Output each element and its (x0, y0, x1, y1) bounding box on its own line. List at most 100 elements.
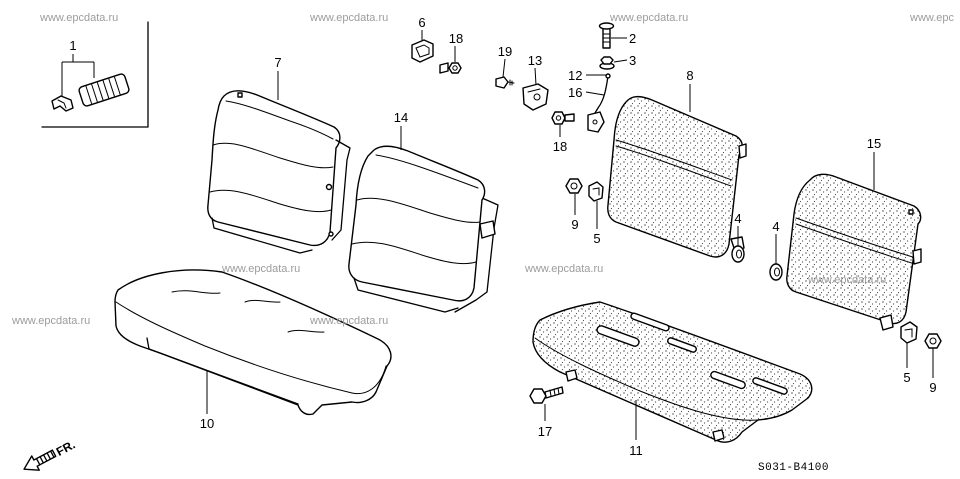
seat-cushion-11-slot (630, 312, 670, 332)
seat-back-15-panel-line (795, 217, 917, 259)
callout-6: 6 (418, 15, 425, 30)
part-4-bushing-left (731, 245, 745, 263)
diagram-code: S031-B4100 (758, 462, 829, 474)
clip-6-body (411, 39, 434, 63)
callout-10: 10 (200, 416, 214, 431)
seat-back-8-panel-line (615, 139, 733, 181)
cable-16-clip (587, 111, 605, 133)
part-8-seat-back (607, 95, 747, 258)
seat-back-8-outline (607, 95, 744, 258)
cable-12-wire (591, 75, 609, 119)
seat-back-7-quilt-line (212, 142, 334, 169)
seat-back-7-top-seam (225, 100, 334, 140)
connector-ribs (85, 76, 121, 105)
bushing-4-outer (769, 263, 783, 281)
seat-cushion-11-slot (752, 377, 788, 395)
seat-back-7-hole (328, 231, 334, 237)
leader-19 (502, 58, 506, 78)
seat-back-7-bottom-frame (211, 217, 313, 254)
seat-back-7-quilt-line (209, 189, 332, 213)
clip-5-body (900, 321, 918, 344)
bracket-13-edge (527, 88, 541, 93)
nut-9-hex (565, 178, 583, 194)
watermark: www.epcdata.ru (221, 263, 300, 275)
callout-7: 7 (274, 55, 281, 70)
seat-back-8-tab (738, 143, 747, 159)
seat-back-14-bottom-frame (353, 277, 459, 313)
seat-back-14-hinge (479, 220, 496, 239)
bolt-17-hex-head (529, 388, 547, 404)
part-9-nut-left (565, 178, 583, 194)
nut-18-bore (555, 115, 562, 121)
seat-back-8-panel-line (615, 145, 732, 187)
seat-cushion-11-stud (565, 369, 578, 382)
callout-18-top: 18 (449, 31, 463, 46)
part-6-clip (411, 39, 434, 63)
watermark-cut: www.epc (909, 12, 955, 24)
watermark: www.epcdata.ru (39, 12, 118, 24)
bolt-17-thread (549, 387, 560, 397)
callout-11: 11 (629, 443, 643, 458)
leader-13 (534, 67, 537, 86)
part-17-bolt (529, 386, 564, 404)
seat-back-15-hinge (879, 314, 894, 331)
cable-16-clip-hole (592, 119, 598, 125)
nut-18-hex (551, 111, 566, 125)
cable-12-end (605, 73, 611, 79)
nut-9-bore (570, 182, 578, 190)
callout-labels: 1 6 18 19 13 2 3 12 16 7 14 8 15 18 9 5 … (69, 15, 936, 458)
callout-8: 8 (686, 68, 693, 83)
callout-12: 12 (568, 68, 582, 83)
seat-cushion-10-seam (287, 329, 325, 333)
seat-cushion-10-seam (171, 290, 221, 294)
callout-17: 17 (538, 424, 552, 439)
bracket-13-body (522, 83, 549, 111)
seat-cushion-11-outline (532, 301, 813, 443)
seat-back-15-hinge (912, 248, 922, 265)
clip-6-inner (415, 44, 430, 58)
part-2-bolt (598, 22, 615, 49)
front-arrow-hatch (36, 450, 55, 465)
watermark: www.epcdata.ru (524, 263, 603, 275)
part-14-seat-back (348, 145, 499, 313)
part-1-connector (78, 73, 130, 107)
part-13-bracket (522, 83, 549, 111)
clip-5-detail (592, 187, 600, 196)
bolt-2-thread (602, 33, 611, 43)
part-1-clip-detail (57, 99, 67, 109)
callout-19: 19 (498, 44, 512, 59)
nut-18-bore (452, 65, 458, 71)
part-11-seat-cushion (532, 301, 813, 443)
bushing-4-inner (736, 249, 742, 259)
screw-19-thread (507, 79, 515, 86)
part-5-clip-right (900, 321, 918, 344)
bolt-2-head (598, 22, 615, 30)
bracket-13-hole (533, 93, 541, 101)
seat-back-15-tab (908, 209, 914, 215)
nut-18-stud (564, 113, 575, 122)
watermark: www.epcdata.ru (609, 12, 688, 24)
seat-back-7-outline (207, 90, 341, 247)
seat-back-7-tab (237, 92, 243, 98)
watermark: www.epcdata.ru (309, 12, 388, 24)
clip-5-detail (904, 328, 913, 338)
nut-3-hex (600, 56, 614, 65)
callout-9-right: 9 (929, 380, 936, 395)
seat-cushion-11-slot (667, 337, 697, 353)
seat-back-14-top-seam (375, 154, 479, 189)
callout-4-left: 4 (734, 211, 741, 226)
bushing-4-inner (774, 267, 780, 277)
callout-5-right: 5 (903, 370, 910, 385)
callout-18-lower: 18 (553, 139, 567, 154)
part-1-clip (51, 95, 74, 112)
leader-16 (585, 91, 605, 96)
leader-3 (613, 59, 628, 63)
part-4-bushing-right (769, 263, 783, 281)
part-9-nut-right (924, 333, 942, 349)
callout-2: 2 (629, 31, 636, 46)
callout-13: 13 (528, 53, 542, 68)
seat-back-15-outline (786, 173, 922, 325)
seat-cushion-11-stud (712, 429, 725, 442)
callout-4-right: 4 (772, 219, 779, 234)
